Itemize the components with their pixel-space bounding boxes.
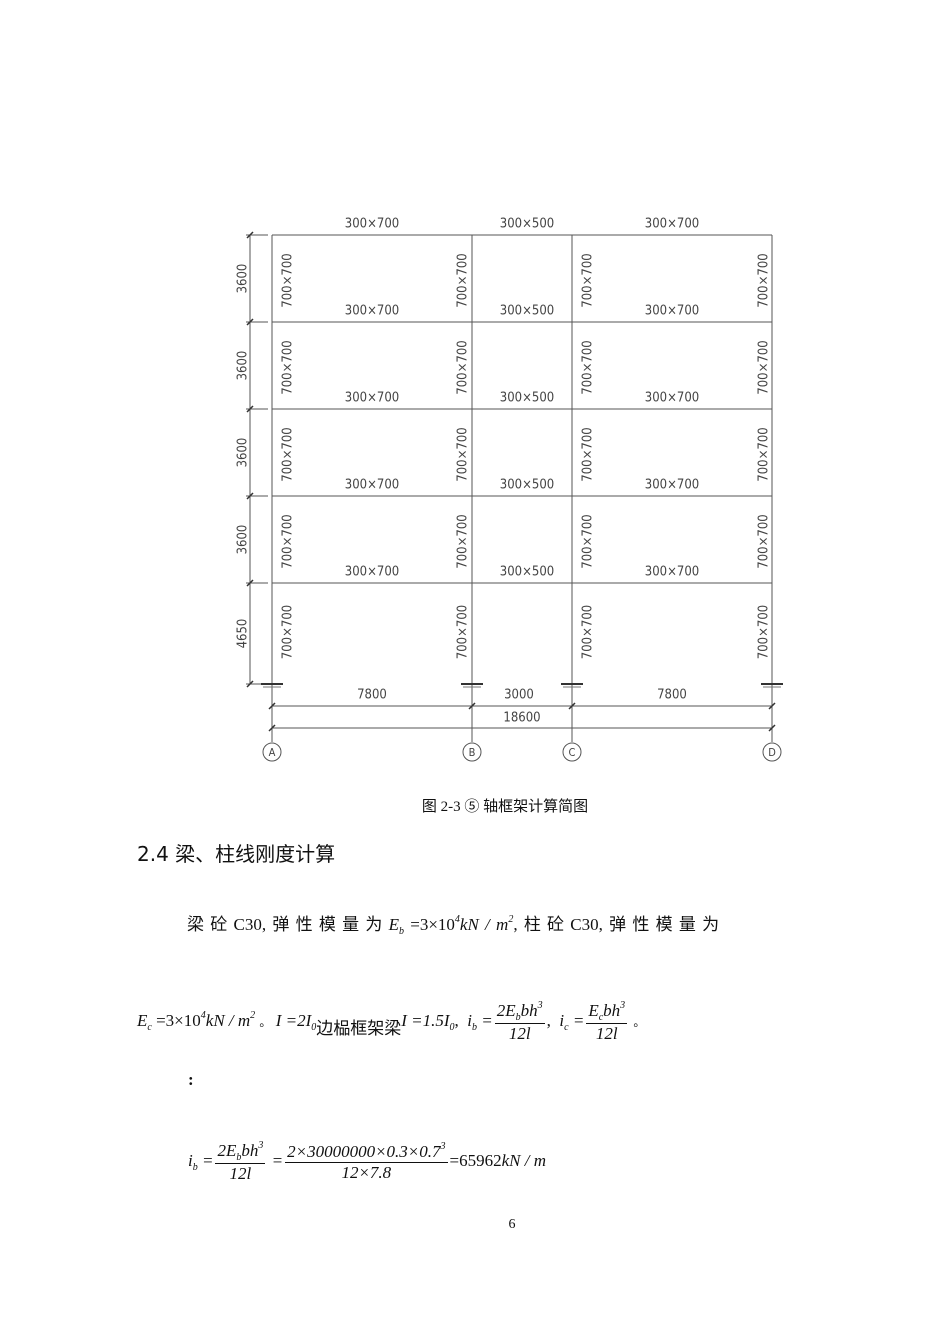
beam-size-label: 300×700 xyxy=(345,391,399,406)
paragraph-stiffness: Ec =3×104kN / m2 。 I =2I0边榀框架梁I =1.5I0, … xyxy=(137,1000,645,1044)
column-size-label: 700×700 xyxy=(281,427,296,481)
beam-size-label: 300×500 xyxy=(500,391,554,406)
column-size-label: 700×700 xyxy=(281,253,296,307)
axis-bubble xyxy=(462,742,482,762)
beam-size-label: 300×700 xyxy=(645,391,699,406)
formula-i-mid: I =2I0 xyxy=(275,1010,317,1033)
story-height-label: 3600 xyxy=(236,438,251,468)
beam-size-label: 300×700 xyxy=(645,217,699,232)
axis-bubble xyxy=(262,742,282,762)
total-span-label: 18600 xyxy=(503,711,540,726)
dimension-tick xyxy=(246,405,254,413)
formula-i-edge: I =1.5I0 xyxy=(401,1010,455,1033)
dimension-tick xyxy=(268,702,276,710)
section-heading: 2.4 梁、柱线刚度计算 xyxy=(137,842,336,866)
dimension-tick xyxy=(468,702,476,710)
axis-label: A xyxy=(269,746,276,759)
dimension-tick xyxy=(568,702,576,710)
beam-size-label: 300×700 xyxy=(645,565,699,580)
beam-size-label: 300×500 xyxy=(500,478,554,493)
beam-size-label: 300×500 xyxy=(500,217,554,232)
dimension-tick xyxy=(246,579,254,587)
dimension-tick xyxy=(246,318,254,326)
beam-size-label: 300×700 xyxy=(645,478,699,493)
beam-size-label: 300×500 xyxy=(500,565,554,580)
column-size-label: 700×700 xyxy=(757,253,772,307)
dimension-tick xyxy=(246,231,254,239)
column-size-label: 700×700 xyxy=(757,514,772,568)
beam-size-label: 300×700 xyxy=(645,304,699,319)
story-height-label: 3600 xyxy=(236,351,251,381)
formula-ec: Ec =3×104kN / m2 xyxy=(137,1009,256,1033)
column-size-label: 700×700 xyxy=(581,605,596,659)
story-height-label: 3600 xyxy=(236,264,251,294)
dimension-tick xyxy=(246,492,254,500)
span-label: 7800 xyxy=(357,688,387,703)
column-size-label: 700×700 xyxy=(757,427,772,481)
dimension-tick xyxy=(768,702,776,710)
column-size-label: 700×700 xyxy=(456,514,471,568)
column-size-label: 700×700 xyxy=(757,605,772,659)
formula-eb: Eb =3×104kN / m2 xyxy=(388,914,514,937)
text: 。 xyxy=(259,1014,272,1029)
paragraph-modulus: 梁 砼 C30, 弹 性 模 量 为 Eb =3×104kN / m2, 柱 砼… xyxy=(187,910,719,937)
column-size-label: 700×700 xyxy=(456,340,471,394)
beam-size-label: 300×700 xyxy=(345,217,399,232)
span-label: 3000 xyxy=(504,688,534,703)
beam-size-label: 300×700 xyxy=(345,304,399,319)
beam-size-label: 300×700 xyxy=(345,478,399,493)
text: 梁 砼 C30, 弹 性 模 量 为 xyxy=(187,915,383,934)
colon: : xyxy=(188,1070,194,1089)
column-size-label: 700×700 xyxy=(456,605,471,659)
dimension-tick xyxy=(246,680,254,688)
column-size-label: 700×700 xyxy=(281,605,296,659)
axis-label: D xyxy=(768,746,776,759)
axis-label: B xyxy=(469,746,476,759)
column-size-label: 700×700 xyxy=(281,340,296,394)
text: , 柱 砼 C30, 弹 性 模 量 为 xyxy=(513,915,720,934)
text: , xyxy=(546,1010,551,1030)
axis-bubble xyxy=(562,742,582,762)
page-number: 6 xyxy=(508,1217,516,1232)
beam-size-label: 300×500 xyxy=(500,304,554,319)
axis-label: C xyxy=(569,746,576,759)
story-height-label: 4650 xyxy=(236,619,251,649)
column-size-label: 700×700 xyxy=(456,427,471,481)
column-size-label: 700×700 xyxy=(581,340,596,394)
column-size-label: 700×700 xyxy=(456,253,471,307)
span-label: 7800 xyxy=(657,688,687,703)
text: 。 xyxy=(633,1014,646,1029)
text: , xyxy=(454,1010,459,1030)
dimension-tick xyxy=(268,724,276,732)
text: 边榀框架梁 xyxy=(316,1018,402,1038)
column-size-label: 700×700 xyxy=(581,514,596,568)
column-size-label: 700×700 xyxy=(281,514,296,568)
beam-size-label: 300×700 xyxy=(345,565,399,580)
dimension-tick xyxy=(768,724,776,732)
frame-diagram: 300×700 300×500 300×700 300×700 300×500 300×7… xyxy=(236,217,783,762)
column-size-label: 700×700 xyxy=(581,253,596,307)
figure-caption: 图 2-3 ⑤ 轴框架计算简图 xyxy=(421,799,589,815)
column-size-label: 700×700 xyxy=(757,340,772,394)
column-size-label: 700×700 xyxy=(581,427,596,481)
axis-bubble xyxy=(762,742,782,762)
story-height-label: 3600 xyxy=(236,525,251,555)
